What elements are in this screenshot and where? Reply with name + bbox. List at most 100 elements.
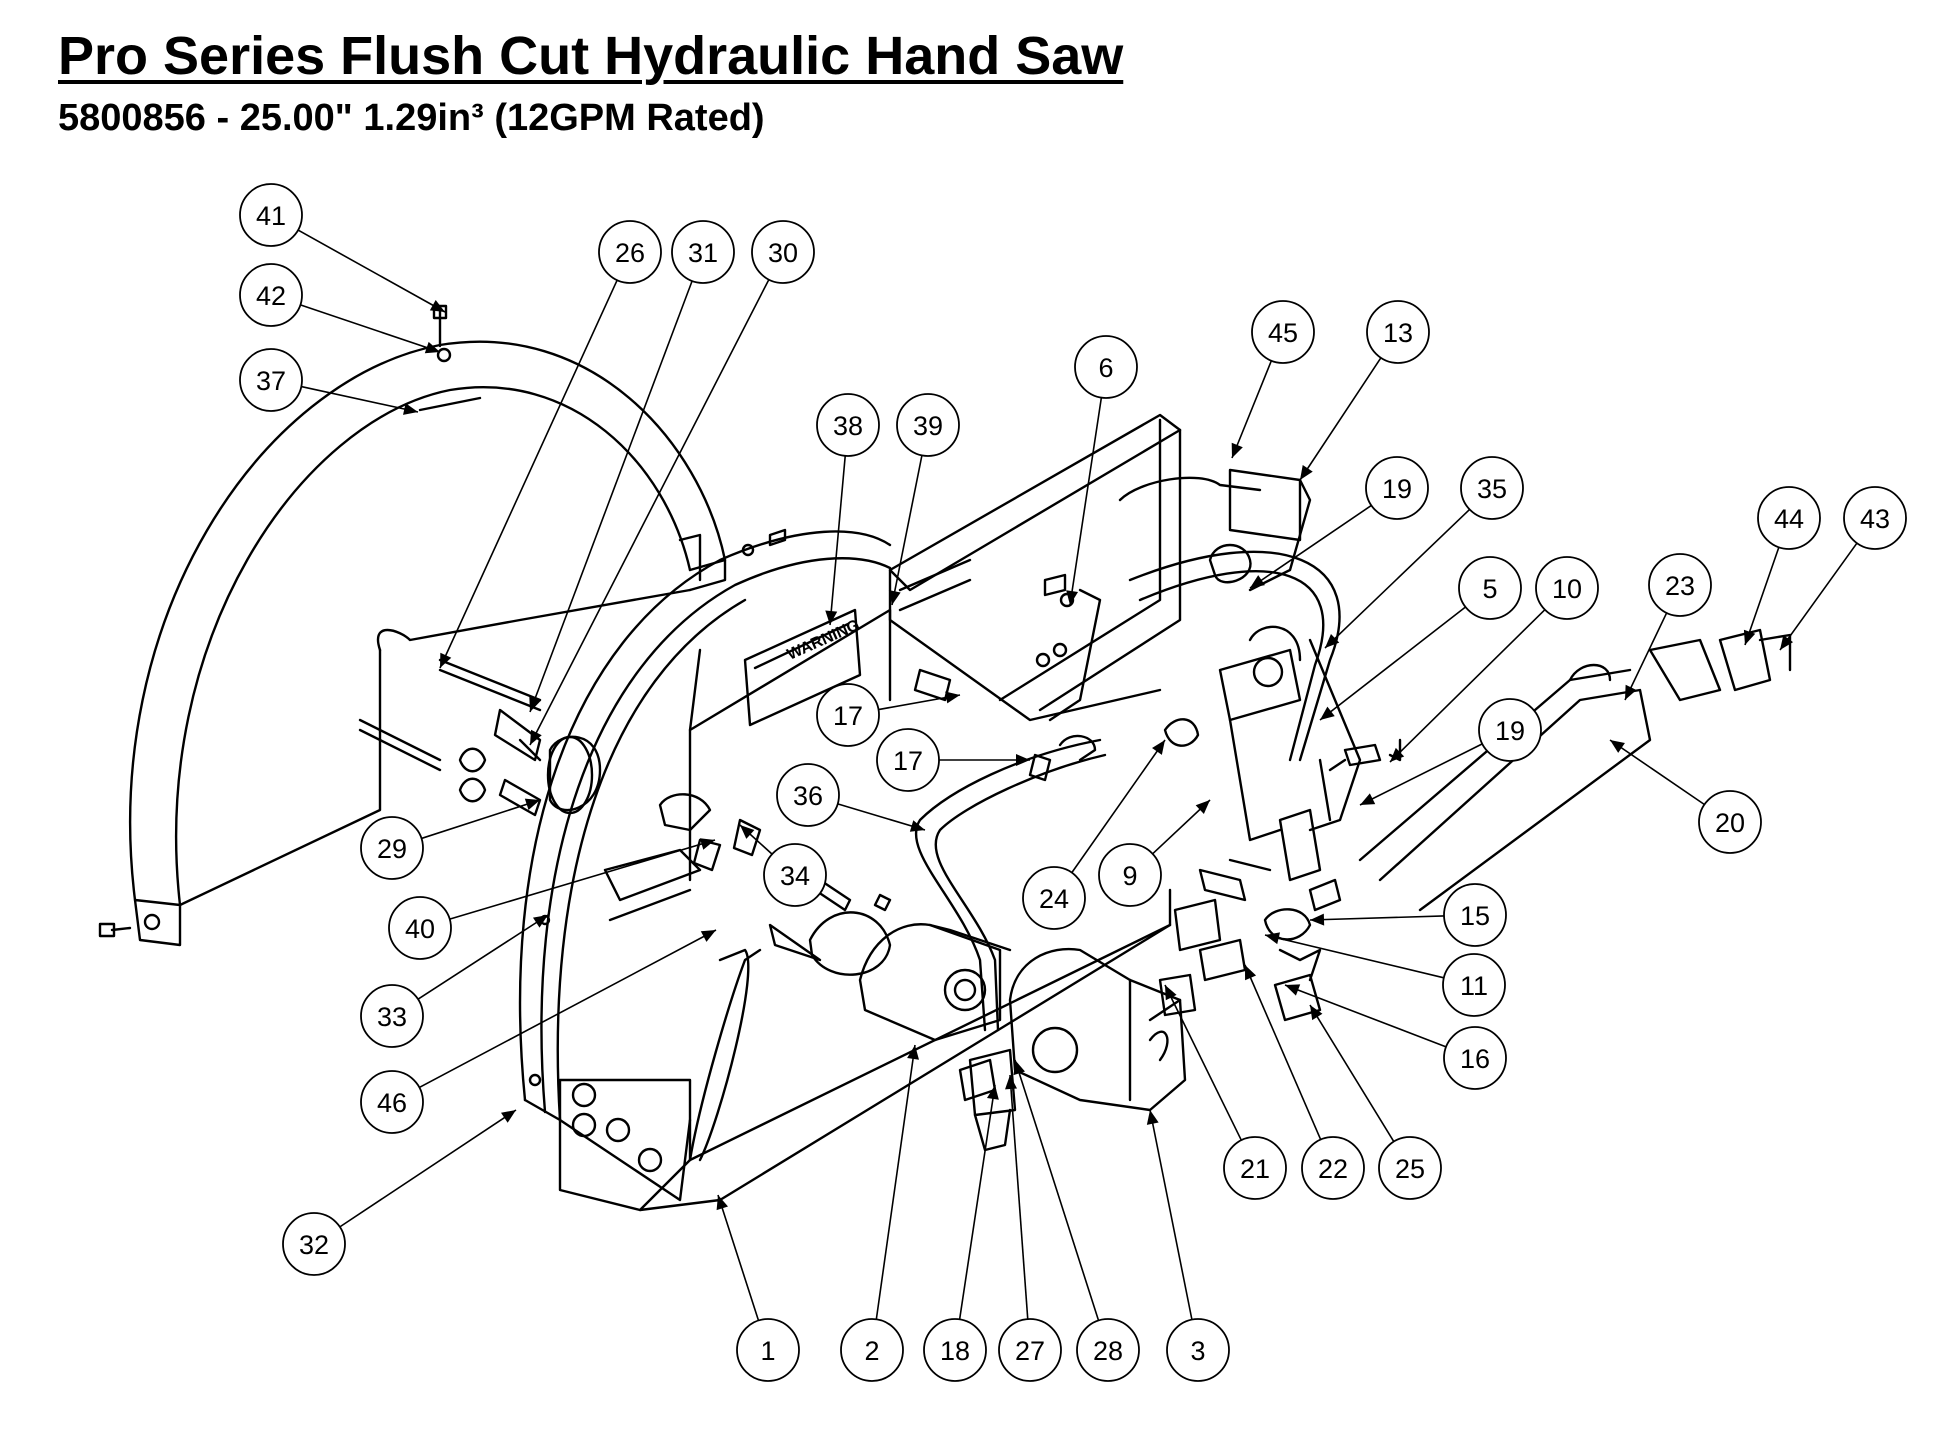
- callout-circle-19: [1478, 698, 1542, 762]
- leader-line-19: [1359, 743, 1483, 806]
- leader-line-36: [837, 803, 926, 831]
- page-title: Pro Series Flush Cut Hydraulic Hand Saw: [58, 26, 1124, 86]
- callout-number: 6: [1098, 353, 1113, 383]
- callout-circle-34: [763, 843, 827, 907]
- callout-number: 34: [780, 861, 810, 891]
- callout-circle-6: [1074, 335, 1138, 399]
- fittings: [658, 668, 1402, 1102]
- leader-arrow-16: [1285, 984, 1301, 996]
- leader-line-16: [1284, 984, 1447, 1048]
- callout-circle-33: [360, 984, 424, 1048]
- callout-circle-10: [1535, 556, 1599, 620]
- saw-frame: [518, 530, 1172, 1212]
- callout-number: 2: [864, 1336, 879, 1366]
- leader-arrow-15: [1310, 913, 1325, 926]
- leader-arrow-1: [716, 1195, 729, 1211]
- leader-line-28: [1014, 1059, 1100, 1321]
- callout-number: 26: [615, 238, 645, 268]
- leader-arrow-29: [524, 798, 540, 811]
- leader-line-10: [1389, 609, 1546, 763]
- callout-circle-36: [776, 763, 840, 827]
- leader-line-2: [875, 1044, 916, 1320]
- callout-circle-35: [1460, 456, 1524, 520]
- leader-line-26: [439, 279, 618, 669]
- leader-line-19: [1249, 504, 1372, 589]
- leader-arrow-37: [403, 403, 418, 415]
- leader-arrow-43: [1780, 635, 1794, 650]
- leader-line-22: [1244, 964, 1322, 1140]
- callout-circle-1: [736, 1318, 800, 1382]
- callout-number: 17: [893, 746, 923, 776]
- leader-line-38: [829, 455, 847, 626]
- callout-number: 30: [768, 238, 798, 268]
- leader-line-44: [1744, 547, 1780, 646]
- callout-number: 35: [1477, 474, 1507, 504]
- leader-line-21: [1164, 984, 1243, 1141]
- callout-circle-23: [1648, 553, 1712, 617]
- leader-arrow-39: [888, 590, 901, 605]
- leader-arrow-38: [825, 610, 838, 625]
- leader-arrow-2: [907, 1045, 919, 1060]
- callout-circle-44: [1757, 486, 1821, 550]
- callout-number: 40: [405, 914, 435, 944]
- callout-number: 1: [760, 1336, 775, 1366]
- leader-arrow-35: [1325, 633, 1340, 648]
- callout-number: 9: [1122, 861, 1137, 891]
- callout-circle-27: [998, 1318, 1062, 1382]
- leader-arrow-27: [1005, 1075, 1017, 1090]
- callout-circle-25: [1378, 1136, 1442, 1200]
- leader-arrow-31: [529, 696, 541, 712]
- leader-lines: [297, 229, 1858, 1321]
- callout-circle-42: [239, 263, 303, 327]
- callout-number: 22: [1318, 1154, 1348, 1184]
- leader-line-18: [958, 1084, 996, 1320]
- callout-number: 13: [1383, 318, 1413, 348]
- callout-number: 45: [1268, 318, 1298, 348]
- leader-arrow-42: [424, 341, 440, 354]
- callout-circle-45: [1251, 300, 1315, 364]
- leader-arrow-36: [909, 820, 925, 832]
- leader-arrow-41: [429, 299, 445, 312]
- hub-assembly: [358, 658, 602, 817]
- callout-number: 46: [377, 1088, 407, 1118]
- callout-circle-43: [1843, 486, 1907, 550]
- leader-arrow-11: [1265, 932, 1281, 945]
- callout-circle-18: [923, 1318, 987, 1382]
- callout-circle-17: [816, 683, 880, 747]
- leader-line-25: [1309, 1004, 1395, 1142]
- callout-circle-5: [1458, 556, 1522, 620]
- leader-line-1: [717, 1194, 760, 1321]
- leader-arrow-28: [1013, 1060, 1025, 1076]
- leader-line-37: [301, 385, 419, 413]
- callout-circle-38: [816, 393, 880, 457]
- callout-circle-13: [1366, 300, 1430, 364]
- callout-number: 43: [1860, 504, 1890, 534]
- callout-circle-3: [1166, 1318, 1230, 1382]
- callout-number: 25: [1395, 1154, 1425, 1184]
- leader-arrow-23: [1625, 684, 1637, 700]
- leader-line-40: [449, 839, 716, 920]
- leader-line-42: [300, 304, 441, 353]
- callout-number: 42: [256, 281, 286, 311]
- leader-line-6: [1069, 397, 1103, 606]
- leader-line-15: [1309, 915, 1445, 921]
- leader-line-33: [417, 914, 549, 1000]
- leader-arrow-45: [1231, 442, 1243, 458]
- leader-arrow-3: [1146, 1110, 1159, 1125]
- leader-arrow-13: [1300, 465, 1313, 480]
- leader-line-3: [1149, 1109, 1193, 1320]
- callout-circle-41: [239, 183, 303, 247]
- callout-number: 3: [1190, 1336, 1205, 1366]
- callout-circle-21: [1223, 1136, 1287, 1200]
- leader-line-11: [1264, 934, 1445, 979]
- leader-line-45: [1231, 360, 1273, 459]
- callout-number: 33: [377, 1002, 407, 1032]
- callout-number: 11: [1460, 971, 1488, 1001]
- callout-number: 32: [299, 1230, 329, 1260]
- callout-circle-28: [1076, 1318, 1140, 1382]
- callout-number: 19: [1382, 474, 1412, 504]
- leader-arrow-17: [945, 691, 960, 704]
- leader-line-31: [529, 280, 693, 713]
- page-subtitle: 5800856 - 25.00" 1.29in³ (12GPM Rated): [58, 97, 765, 139]
